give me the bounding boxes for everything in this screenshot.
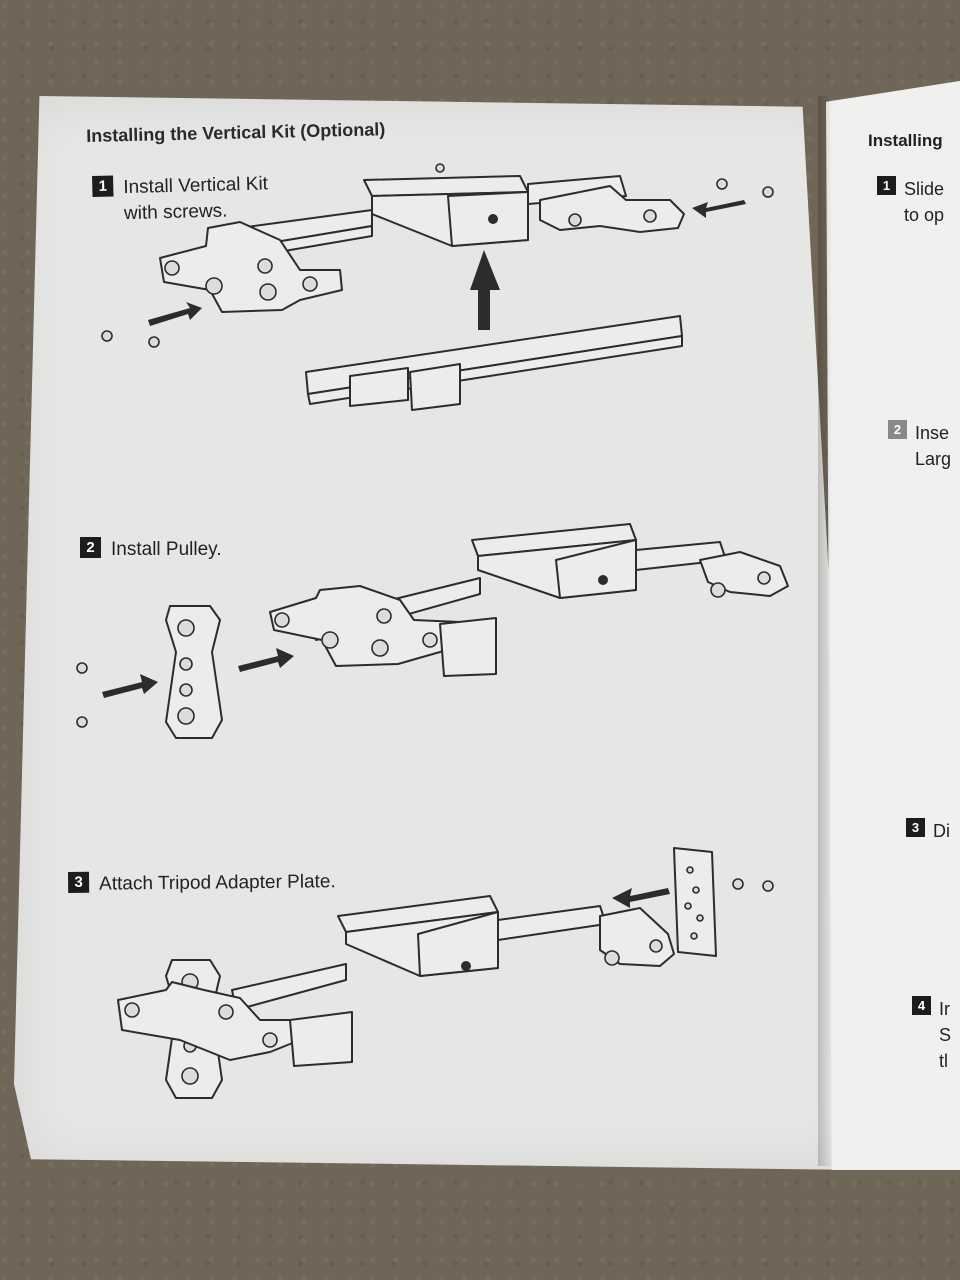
step-number: 2 (80, 537, 101, 558)
step-text: Inse Larg (915, 423, 952, 469)
right-page-title: Installing (868, 131, 943, 150)
step-text: Install Pulley. (111, 539, 222, 560)
manual-right-page (826, 80, 960, 1170)
step-text: Slide to op (904, 179, 945, 225)
step-number: 3 (906, 818, 925, 837)
step-1-illustration (101, 163, 774, 411)
step-number: 4 (912, 996, 931, 1015)
step-text: Ir S tl (939, 999, 952, 1071)
right-step-3: 3 Di (906, 818, 950, 844)
page-fold-shadow (818, 96, 832, 1166)
step-number: 1 (877, 176, 896, 195)
step-2-illustration (76, 523, 789, 739)
step-3-illustration (117, 847, 774, 1099)
right-step-2: 2 Inse Larg (888, 420, 951, 472)
right-step-4: 4 Ir S tl (912, 996, 951, 1074)
step-2: 2 Install Pulley. (80, 537, 222, 563)
right-step-1: 1 Slide to op (877, 176, 944, 228)
step-number: 2 (888, 420, 907, 439)
step-text: Di (933, 821, 950, 841)
